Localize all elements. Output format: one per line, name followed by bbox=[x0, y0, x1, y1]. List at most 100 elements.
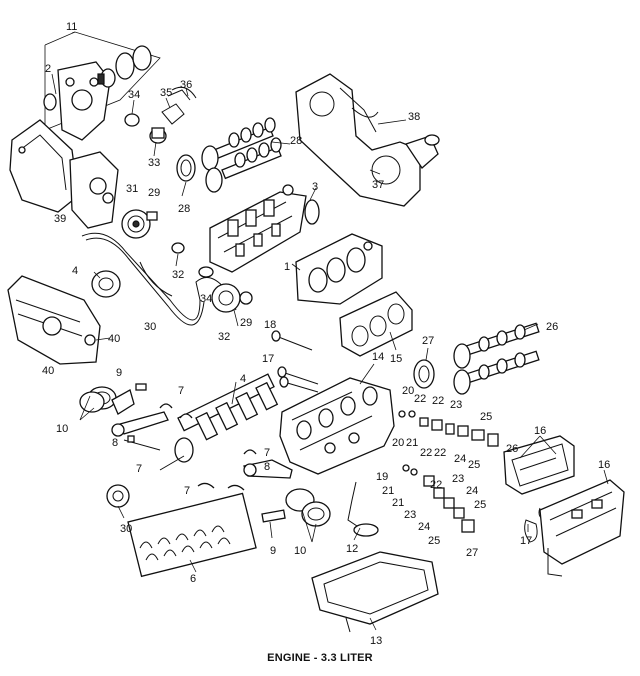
connecting-rods-left bbox=[111, 411, 169, 451]
callout: 16 bbox=[598, 459, 610, 471]
callout: 29 bbox=[148, 187, 160, 199]
callout: 22 bbox=[434, 447, 446, 459]
callout: 33 bbox=[148, 157, 160, 169]
callout: 14 bbox=[372, 351, 384, 363]
callout: 1 bbox=[284, 261, 290, 273]
callout: 7 bbox=[264, 447, 270, 459]
callout: 22 bbox=[414, 393, 426, 405]
cam-seal-right bbox=[413, 359, 435, 389]
callout: 28 bbox=[290, 135, 302, 147]
callout: 29 bbox=[240, 317, 252, 329]
cylinder-head-upper bbox=[209, 184, 320, 273]
timing-belt-cover-lower bbox=[7, 275, 101, 365]
callout: 17 bbox=[520, 535, 532, 547]
bearing-shells bbox=[159, 403, 257, 491]
callout: 3 bbox=[312, 181, 318, 193]
callout: 4 bbox=[72, 265, 78, 277]
callout: 8 bbox=[264, 461, 270, 473]
callout: 13 bbox=[370, 635, 382, 647]
callout: 25 bbox=[474, 499, 486, 511]
callout: 32 bbox=[172, 269, 184, 281]
callout: 20 bbox=[392, 437, 404, 449]
leader-lines bbox=[51, 31, 609, 631]
callout: 19 bbox=[376, 471, 388, 483]
callout: 10 bbox=[294, 545, 306, 557]
camshaft-upper bbox=[201, 117, 282, 193]
callout: 8 bbox=[112, 437, 118, 449]
timing-cover-right bbox=[295, 73, 440, 207]
piston-set-left bbox=[79, 383, 147, 415]
callout: 40 bbox=[42, 365, 54, 377]
connecting-rods-right bbox=[243, 459, 293, 479]
valve-train-upper-row bbox=[398, 410, 499, 447]
callout: 23 bbox=[452, 473, 464, 485]
callout: 12 bbox=[346, 543, 358, 555]
callout: 25 bbox=[480, 411, 492, 423]
callout: 31 bbox=[126, 183, 138, 195]
callout: 26 bbox=[546, 321, 558, 333]
callout: 9 bbox=[270, 545, 276, 557]
callout: 34 bbox=[200, 293, 212, 305]
callout-numbers: 11 2 34 35 36 33 28 28 31 29 3 38 37 39 … bbox=[42, 21, 610, 647]
callout: 25 bbox=[428, 535, 440, 547]
callout: 7 bbox=[184, 485, 190, 497]
piston-set-right bbox=[261, 488, 331, 527]
callout: 4 bbox=[240, 373, 246, 385]
callout: 6 bbox=[190, 573, 196, 585]
camshaft-right bbox=[453, 322, 540, 395]
callout: 16 bbox=[534, 425, 546, 437]
callout: 7 bbox=[136, 463, 142, 475]
callout: 24 bbox=[454, 453, 466, 465]
pulley-spacer bbox=[171, 242, 185, 254]
crankshaft bbox=[159, 373, 279, 471]
callout: 28 bbox=[178, 203, 190, 215]
callout: 25 bbox=[468, 459, 480, 471]
callout: 38 bbox=[408, 111, 420, 123]
cam-sprocket-lower bbox=[211, 283, 253, 313]
callout: 40 bbox=[108, 333, 120, 345]
callout: 23 bbox=[450, 399, 462, 411]
callout: 30 bbox=[120, 523, 132, 535]
valve-cover bbox=[539, 479, 625, 577]
valve-train-lower-row bbox=[402, 464, 475, 533]
callout: 39 bbox=[54, 213, 66, 225]
callout: 21 bbox=[392, 497, 404, 509]
callout: 22 bbox=[420, 447, 432, 459]
callout: 15 bbox=[390, 353, 402, 365]
crank-gear bbox=[106, 484, 130, 508]
tensioner-small-parts bbox=[124, 86, 197, 144]
cylinder-head-main bbox=[279, 377, 395, 475]
callout: 21 bbox=[382, 485, 394, 497]
callout: 21 bbox=[406, 437, 418, 449]
engine-block-upper bbox=[295, 233, 383, 305]
callout: 24 bbox=[466, 485, 478, 497]
callout: 10 bbox=[56, 423, 68, 435]
timing-belt-cover-upper bbox=[9, 119, 119, 229]
callout: 22 bbox=[430, 479, 442, 491]
cam-sprocket-left bbox=[121, 209, 158, 239]
callout: 22 bbox=[432, 395, 444, 407]
valve-cover-gasket bbox=[503, 435, 575, 543]
callout: 34 bbox=[128, 89, 140, 101]
callout: 9 bbox=[116, 367, 122, 379]
callout: 27 bbox=[422, 335, 434, 347]
callout: 26 bbox=[506, 443, 518, 455]
oil-pickup bbox=[347, 481, 379, 537]
main-bearing-set bbox=[127, 492, 257, 578]
idler-pulley bbox=[91, 270, 121, 298]
callout: 32 bbox=[218, 331, 230, 343]
callout: 11 bbox=[66, 21, 77, 33]
callout: 24 bbox=[418, 521, 430, 533]
oil-pan bbox=[311, 551, 439, 633]
timing-belt bbox=[81, 232, 237, 326]
cam-seal-upper bbox=[176, 154, 196, 182]
callout: 27 bbox=[466, 547, 478, 559]
callout: 20 bbox=[402, 385, 414, 397]
timing-cover-assembly-group bbox=[43, 31, 161, 141]
callout: 37 bbox=[372, 179, 384, 191]
callout: 2 bbox=[45, 63, 51, 75]
callout: 35 bbox=[160, 87, 172, 99]
callout: 36 bbox=[180, 79, 192, 91]
valves bbox=[271, 330, 319, 393]
belt-idler-small bbox=[198, 266, 214, 278]
